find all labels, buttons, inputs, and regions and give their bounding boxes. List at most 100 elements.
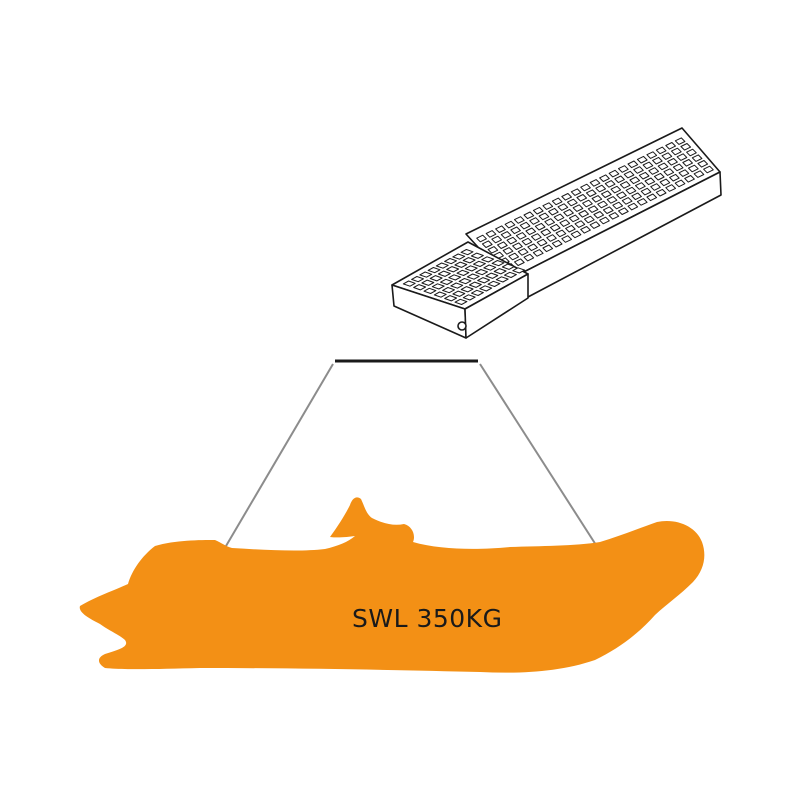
step-grid-cell (587, 205, 599, 213)
step-grid-cell (693, 170, 705, 178)
step-grid-cell (597, 200, 608, 209)
step-grid-cell (602, 206, 614, 214)
step-grid-cell (512, 267, 526, 274)
step-grid-cell (686, 148, 697, 157)
step-grid-cell (688, 164, 699, 173)
step-grid-cell (568, 214, 580, 223)
step-grid-cell (446, 266, 460, 273)
step-grid-cell (491, 260, 505, 267)
step-grid-cell (534, 222, 546, 231)
step-grid-cell (621, 197, 633, 205)
step-grid-cell (580, 226, 591, 234)
step-grid-cell (487, 246, 499, 254)
step-grid-cell (601, 190, 612, 198)
step-grid-cell (659, 178, 671, 187)
step-grid-cell (669, 173, 680, 182)
step-grid-cell (612, 201, 623, 210)
step-grid-cell (433, 291, 447, 298)
step-grid-cell (536, 238, 548, 247)
step-grid-cell (640, 187, 652, 196)
step-grid-cell (475, 269, 488, 276)
step-grid-cell (655, 188, 667, 197)
step-grid-cell (466, 273, 480, 280)
step-grid-cell (531, 233, 542, 241)
step-grid-cell (667, 158, 678, 166)
step-grid-cell (529, 217, 540, 225)
step-grid-cell (450, 282, 464, 289)
step-grid-cell (633, 166, 644, 174)
step-grid-cell (479, 285, 493, 292)
step-grid-cell (599, 216, 610, 225)
step-grid-cell (429, 275, 443, 282)
step-grid-cell (485, 230, 497, 238)
step-grid-cell (427, 267, 441, 274)
telescopic-step-icon (391, 127, 722, 339)
step-grid-cell (491, 235, 502, 244)
step-grid-cell (452, 253, 466, 260)
step-grid-cell (514, 258, 525, 266)
step-grid-cell (574, 220, 586, 228)
step-grid-cell (614, 175, 625, 184)
step-grid-cell (674, 179, 686, 188)
step-grid-cell (510, 226, 521, 235)
step-grid-cell (671, 147, 682, 156)
step-grid-cell (551, 197, 563, 206)
step-grid-cell (542, 244, 554, 253)
step-grid-cell (500, 231, 512, 239)
step-grid-cell (682, 159, 693, 167)
step-grid-cell (676, 153, 688, 161)
step-grid-cell (527, 243, 538, 252)
step-grid-cell (521, 237, 533, 246)
step-grid-cell (470, 252, 484, 259)
step-grid-cell (648, 167, 659, 175)
step-grid-cell (508, 252, 519, 261)
step-grid-cell (468, 281, 482, 288)
step-grid-cell (477, 277, 491, 284)
step-grid-cell (473, 260, 486, 267)
jet-ski-silhouette-icon (79, 497, 705, 673)
step-grid-cell (610, 185, 622, 194)
step-grid-cell (487, 280, 501, 287)
step-grid-cell (625, 186, 637, 195)
step-outer-section (465, 127, 722, 298)
step-grid-cell (423, 287, 437, 294)
step-grid-cell (456, 269, 470, 276)
step-grid-cell (519, 221, 531, 230)
step-grid-cell (542, 202, 554, 210)
step-grid-cell (665, 142, 676, 150)
step-grid-cell (608, 212, 620, 220)
step-grid-cell (448, 274, 462, 281)
step-grid-cell (481, 256, 495, 263)
step-grid-cell (440, 278, 453, 285)
safe-working-load-label: SWL 350KG (352, 604, 503, 633)
step-grid-cell (631, 192, 642, 201)
step-grid-cell (650, 183, 661, 191)
step-grid-cell (657, 162, 669, 171)
step-grid-cell (551, 239, 563, 248)
step-grid-cell (572, 204, 584, 212)
load-line-right (479, 363, 597, 546)
step-grid-cell (421, 279, 435, 286)
step-grid-cell (481, 240, 493, 248)
step-grid-cell (576, 194, 588, 202)
step-grid-cell (561, 235, 572, 243)
step-grid-cell (580, 183, 591, 192)
step-grid-cell (582, 199, 593, 208)
step-grid-cell (525, 227, 537, 236)
step-inner-section (391, 241, 529, 339)
step-grid-cell (504, 220, 516, 229)
step-grid-cell (585, 189, 597, 197)
step-grid-cell (642, 161, 654, 170)
step-grid-cell (517, 248, 529, 256)
step-grid-cell (483, 264, 497, 271)
step-grid-cell (471, 289, 484, 296)
step-grid-cell (462, 294, 476, 301)
step-grid-cell (606, 196, 618, 204)
step-grid-cell (563, 209, 574, 217)
step-grid-cell (593, 211, 605, 219)
step-grid-cell (589, 179, 601, 187)
step-grid-cell (402, 280, 416, 287)
step-grid-cell (619, 181, 631, 189)
step-bolt-hole (457, 321, 467, 331)
step-grid-cell (515, 232, 527, 240)
